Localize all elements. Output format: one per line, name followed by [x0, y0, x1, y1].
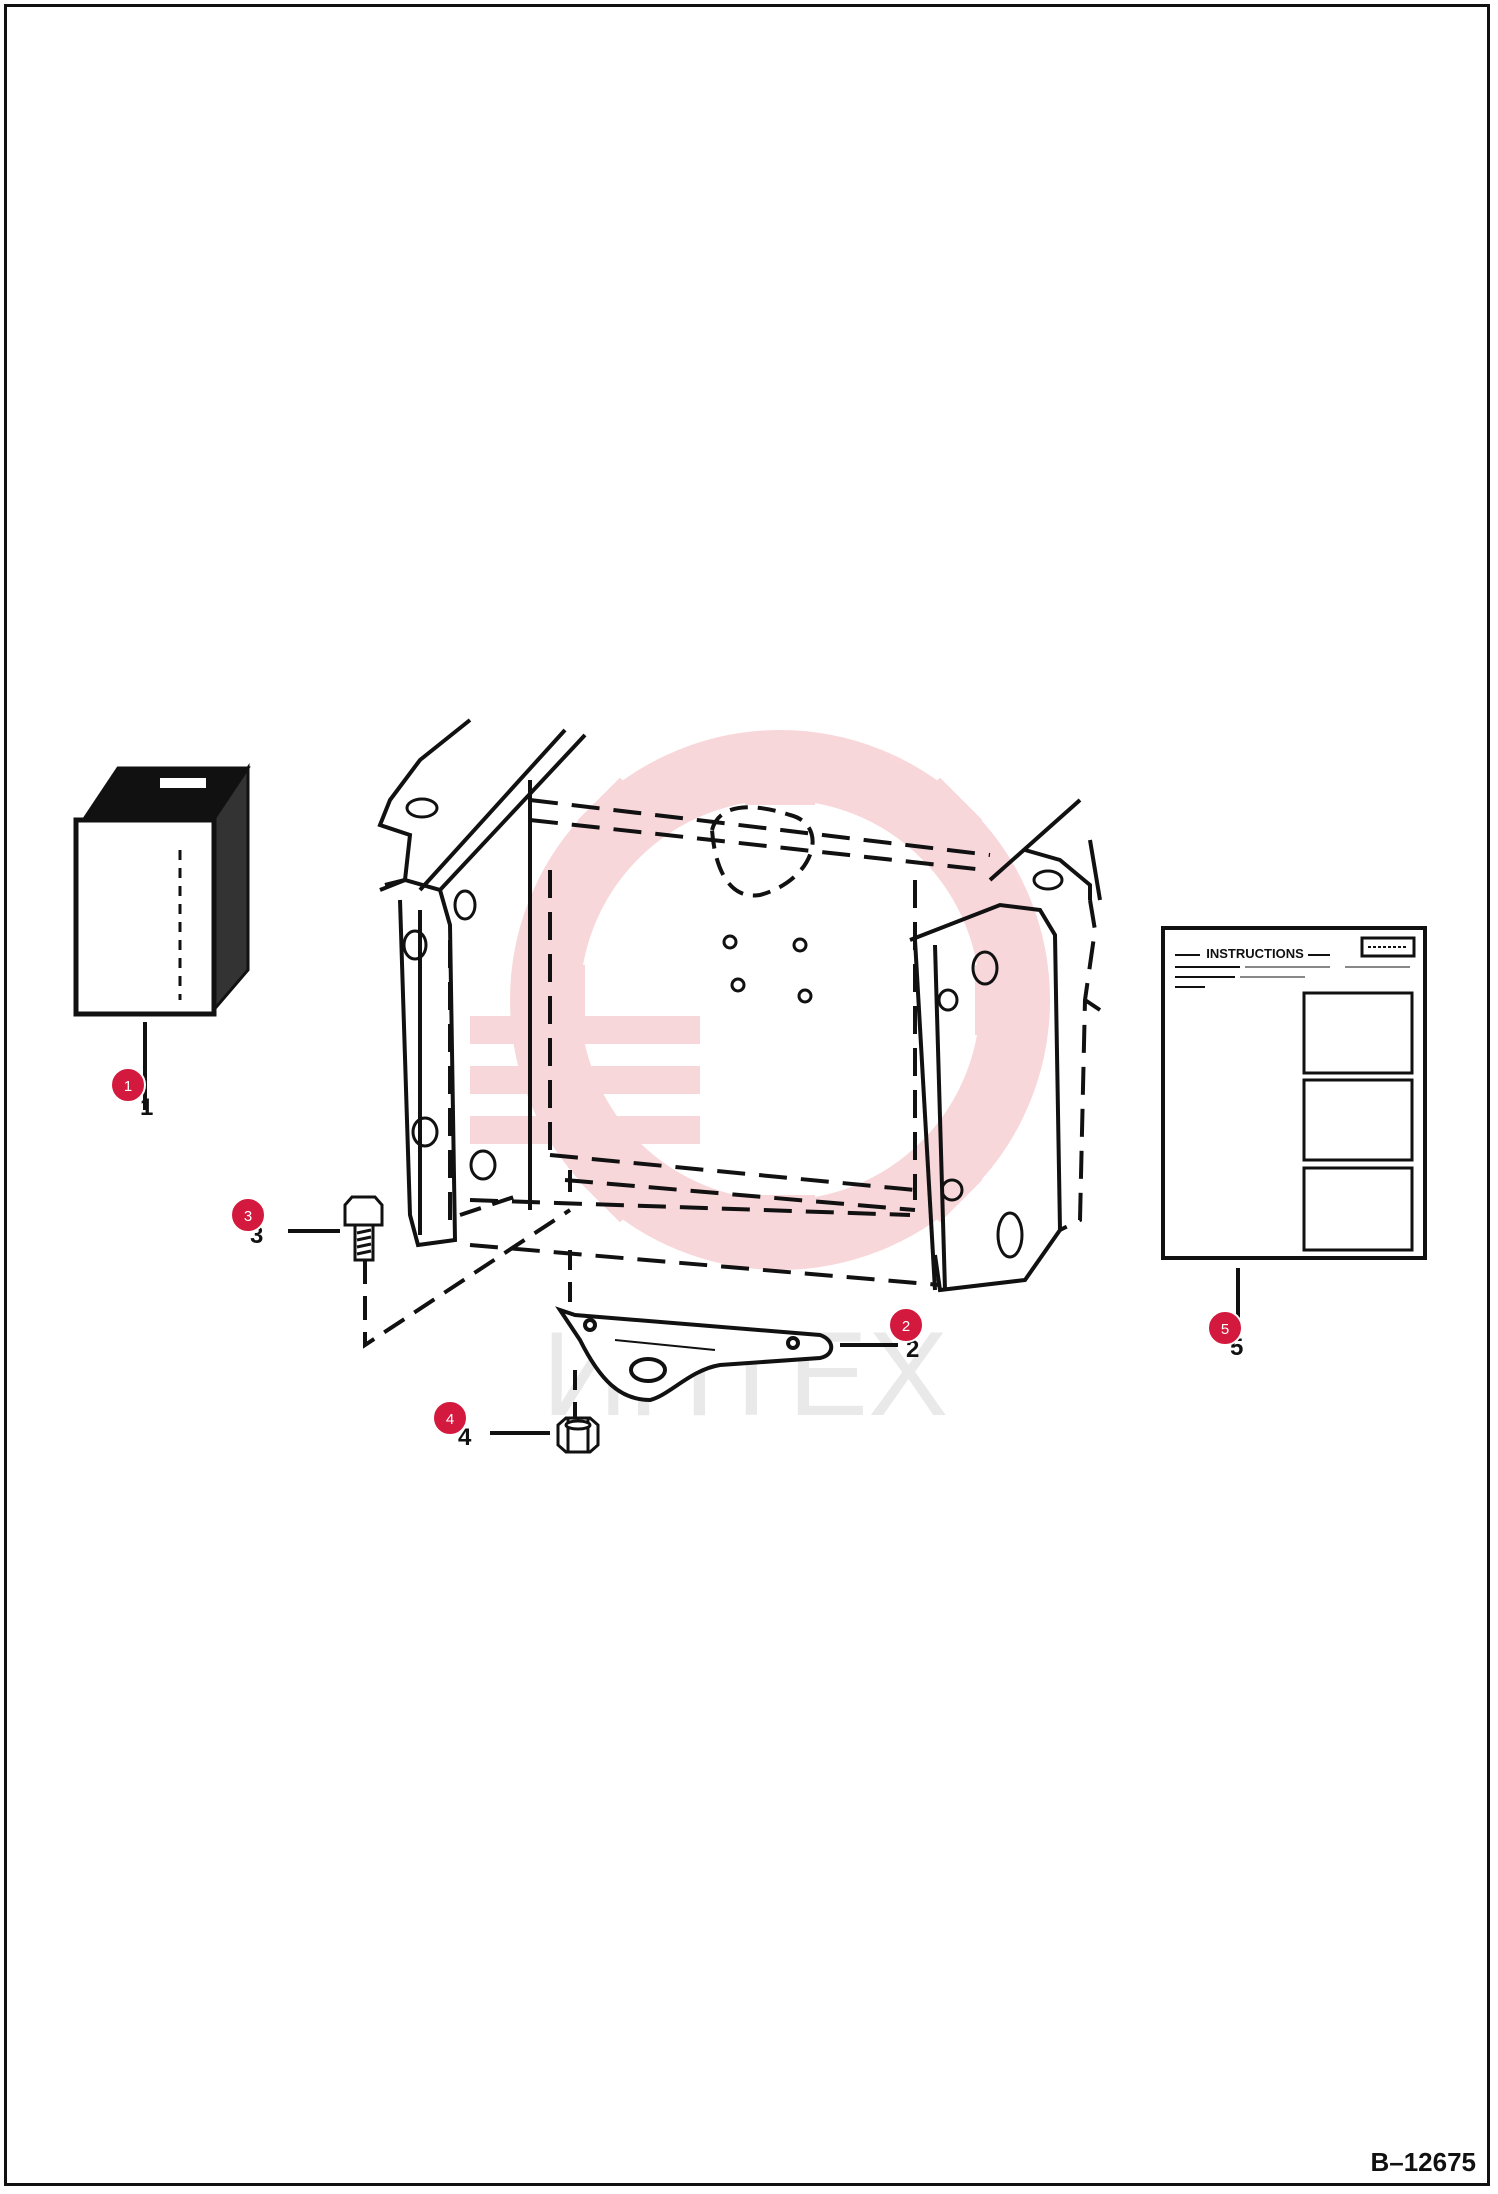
callout-number-2: 2	[906, 1336, 919, 1363]
callout-badge-5[interactable]: 5	[1207, 1310, 1243, 1346]
bolt-part	[343, 1195, 384, 1262]
drawing-reference-code: B–12675	[1370, 2147, 1476, 2177]
callout-badge-4[interactable]: 4	[432, 1400, 468, 1436]
hold-down-bracket-part	[555, 1306, 834, 1403]
nut-part	[556, 1416, 600, 1454]
svg-text:2: 2	[902, 1318, 910, 1335]
callout-badge-1[interactable]: 1	[110, 1067, 146, 1103]
battery-part	[73, 763, 251, 1017]
svg-text:4: 4	[446, 1411, 454, 1428]
svg-text:1: 1	[124, 1078, 132, 1095]
svg-text:3: 3	[244, 1208, 252, 1225]
watermark-logo	[470, 730, 1050, 1270]
frame-holes	[402, 797, 1064, 1259]
instructions-title: INSTRUCTIONS	[1206, 946, 1304, 961]
callout-badge-3[interactable]: 3	[230, 1197, 266, 1233]
battery-box-frame	[363, 718, 1102, 1420]
instruction-sheet-part: INSTRUCTIONS	[1161, 926, 1427, 1260]
callout-badge-2[interactable]: 2	[888, 1307, 924, 1343]
svg-text:5: 5	[1221, 1321, 1229, 1338]
page-frame	[4, 4, 1490, 2186]
callout-number-1: 1	[140, 1094, 153, 1121]
